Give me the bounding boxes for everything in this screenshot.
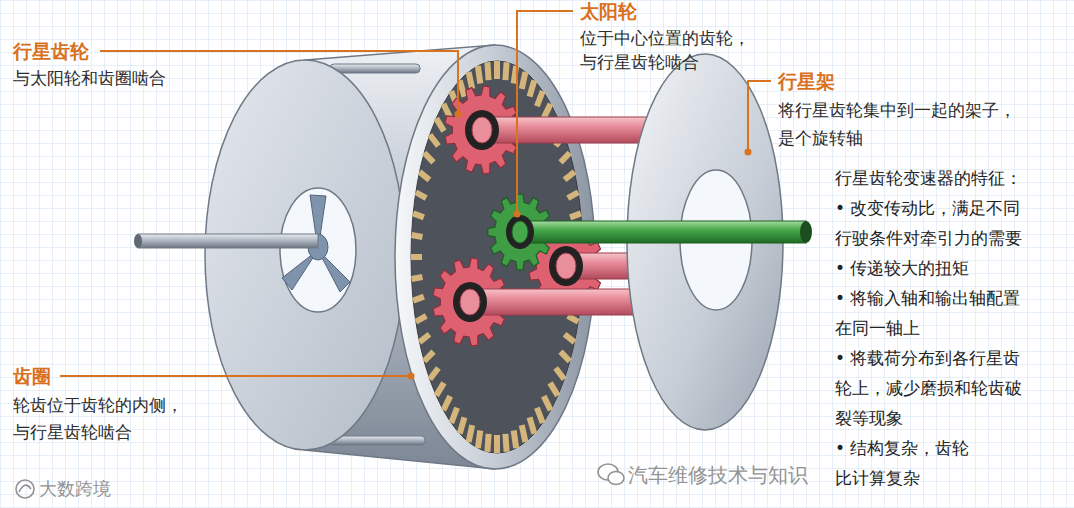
- ring-tooth: [478, 66, 480, 84]
- part-name: 行星架: [778, 70, 835, 92]
- ring-tooth: [556, 368, 565, 379]
- part-name: 行星齿轮: [13, 40, 89, 62]
- feature-title: 行星齿轮变速器的特征：: [835, 163, 1022, 193]
- ring-tooth: [514, 66, 516, 84]
- ring-tooth: [416, 192, 426, 198]
- shaft-end: [134, 234, 142, 248]
- ring-tooth: [568, 192, 578, 198]
- watermark-icon: [16, 480, 34, 498]
- sun-shaft: [520, 221, 806, 243]
- ring-tooth: [505, 434, 506, 452]
- ring-tooth: [420, 172, 430, 180]
- ring-tooth: [430, 135, 439, 146]
- shaft-end: [800, 221, 812, 243]
- planet-pin-end: [460, 289, 480, 315]
- planet-hub: [453, 282, 487, 322]
- ring-tooth: [412, 235, 423, 237]
- sun-hub: [506, 215, 534, 249]
- sun-shaft-end: [512, 221, 528, 243]
- watermark: 大数跨境: [39, 478, 111, 500]
- planet-hub: [549, 246, 583, 286]
- ring-tooth: [544, 396, 551, 410]
- feature-item: • 将输入轴和输出轴配置 在同一轴上: [835, 283, 1032, 343]
- drum-hole: [280, 188, 356, 312]
- feature-item: • 改变传动比，满足不同 行驶条件对牵引力的需要: [835, 193, 1032, 253]
- ring-tooth: [451, 408, 457, 423]
- ring-tooth: [424, 153, 433, 163]
- drum-rod: [330, 436, 425, 445]
- ring-tooth: [460, 80, 465, 96]
- ring-tooth: [530, 80, 535, 96]
- watermark-icon: [598, 464, 624, 485]
- ring-tooth: [413, 213, 424, 217]
- drum-face: [205, 60, 405, 450]
- leader-lines: [60, 11, 771, 376]
- ring-tooth: [420, 334, 430, 342]
- ring-tooth: [460, 417, 465, 433]
- feature-item: • 传递较大的扭矩: [835, 253, 1032, 283]
- ring-tooth: [505, 62, 506, 80]
- ring-tooth: [411, 254, 422, 260]
- ring-tooth: [568, 316, 578, 322]
- ring-tooth: [494, 435, 500, 453]
- ring-tooth: [537, 408, 543, 423]
- ring-tooth: [412, 277, 423, 279]
- ring-tooth: [436, 118, 444, 131]
- part-note: 与太阳轮和齿圈啮合: [13, 66, 166, 90]
- ring-tooth: [530, 417, 535, 433]
- gears: [433, 54, 812, 430]
- feature-item: • 结构复杂，齿轮 比计算复杂: [835, 433, 1032, 493]
- ring-tooth: [430, 368, 439, 379]
- ring-tooth: [494, 61, 500, 79]
- ring-tooth: [487, 434, 488, 452]
- ring-tooth: [522, 72, 526, 89]
- part-note: 将行星齿轮集中到一起的架子， 是个旋转轴: [778, 96, 1026, 152]
- ring-tooth: [561, 153, 570, 163]
- ring-tooth: [537, 91, 543, 106]
- ring-tooth: [570, 213, 581, 217]
- planet-pin-end: [472, 117, 492, 143]
- ring-tooth: [443, 396, 450, 410]
- ring-tooth: [413, 297, 424, 301]
- ring-tooth: [550, 383, 558, 396]
- ring-tooth: [514, 431, 516, 449]
- ring-tooth: [478, 431, 480, 449]
- ring-tooth: [522, 425, 526, 442]
- feature-item: • 将载荷分布到各行星齿 轮上，减少磨损和轮齿破 裂等现象: [835, 343, 1032, 433]
- part-name: 齿圈: [13, 365, 51, 387]
- input-shaft: [138, 234, 318, 248]
- part-name: 太阳轮: [580, 0, 637, 22]
- ring-tooth: [565, 172, 575, 180]
- leader-dots: [408, 111, 752, 380]
- ring-tooth: [544, 104, 551, 118]
- watermark: 汽车维修技术与知识: [628, 463, 808, 487]
- ring-tooth: [436, 383, 444, 396]
- drum-rod: [330, 64, 420, 73]
- planet-pin-end: [556, 253, 576, 279]
- ring-tooth: [565, 334, 575, 342]
- part-note: 位于中心位置的齿轮， 与行星齿轮啮合: [580, 26, 760, 74]
- ring-tooth: [416, 316, 426, 322]
- ring-tooth: [469, 72, 473, 89]
- ring-tooth: [424, 352, 433, 362]
- ring-tooth: [469, 425, 473, 442]
- ring-gear-rim: [395, 45, 595, 469]
- part-note: 轮齿位于齿轮的内侧， 与行星齿轮啮合: [13, 392, 193, 446]
- ring-tooth: [487, 62, 488, 80]
- planet-hub: [465, 110, 499, 150]
- ring-tooth: [561, 352, 570, 362]
